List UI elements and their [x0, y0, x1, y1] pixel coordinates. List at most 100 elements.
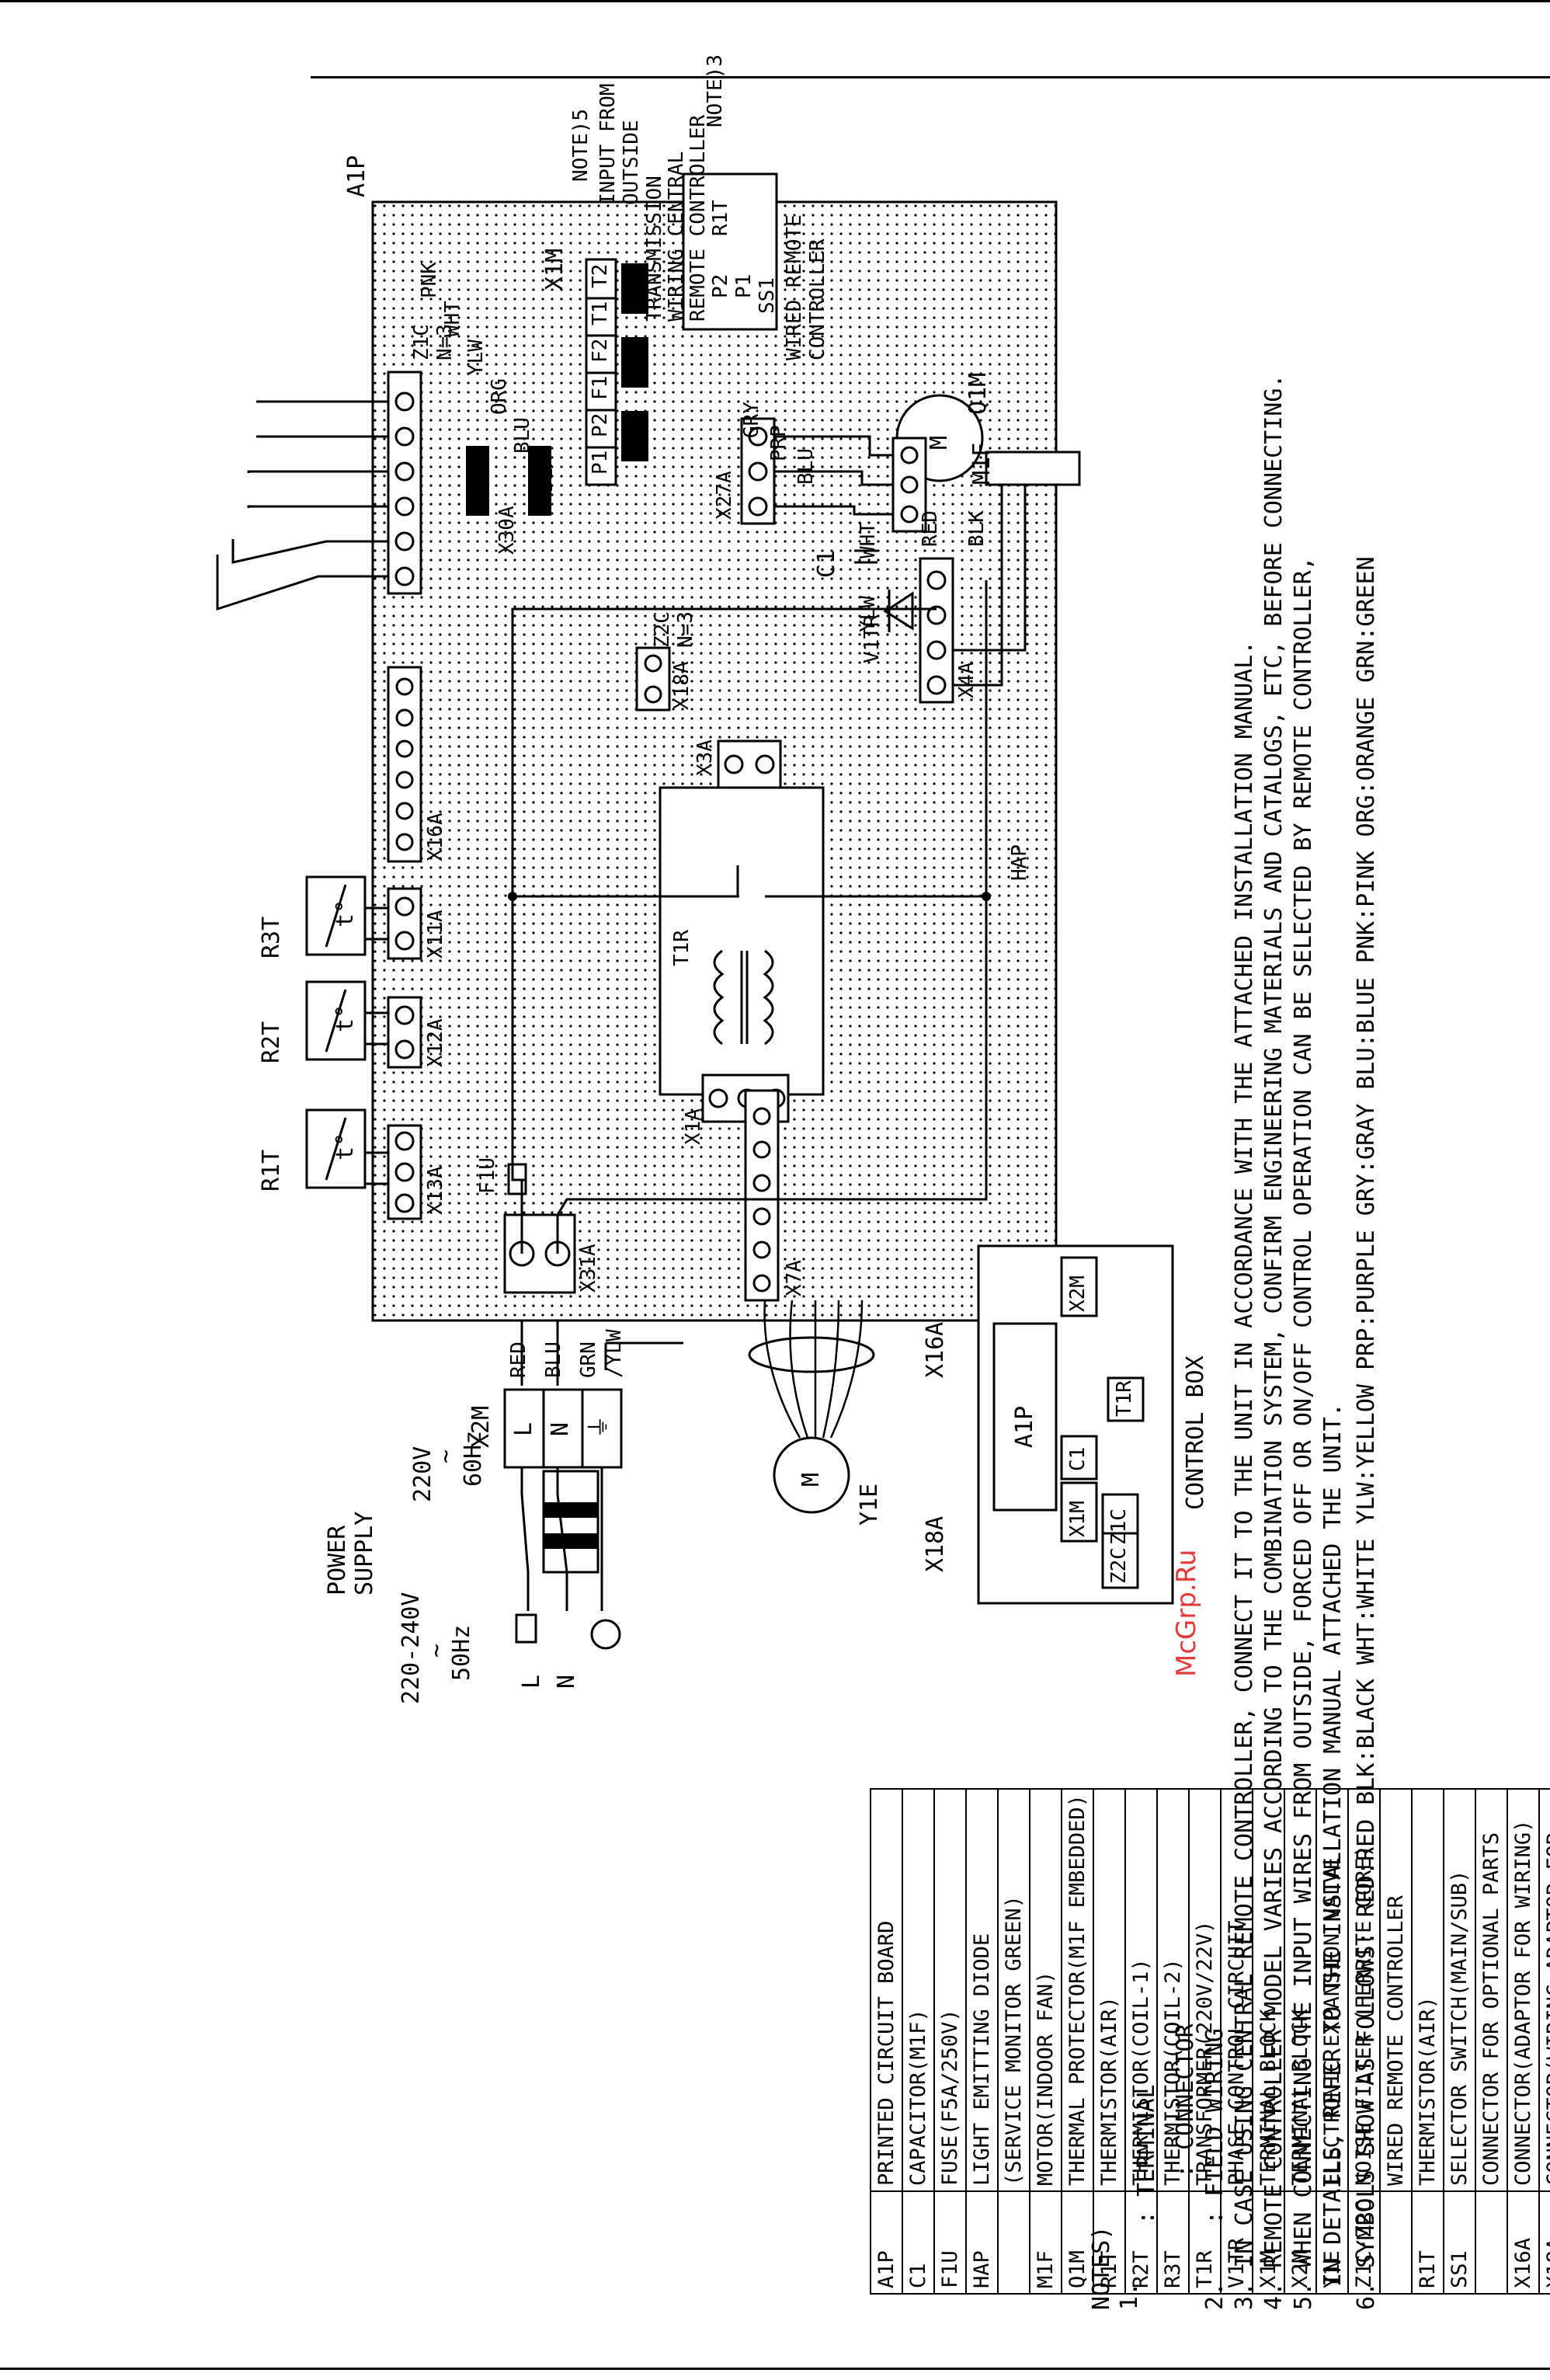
x1a-label: X1A: [682, 1108, 705, 1145]
note3-label: NOTE)3: [704, 54, 727, 127]
x1m-term-t2: T2: [589, 263, 612, 288]
legend-code: SS1: [1444, 2191, 1475, 2294]
control-box-title: CONTROL BOX: [1182, 1355, 1209, 1510]
remote-r1t: R1T: [709, 200, 732, 236]
legend-description: CAPACITOR(M1F): [902, 1789, 934, 2191]
q1m-label: Q1M: [964, 372, 992, 415]
connector-x16a-body: [387, 666, 422, 863]
legend-description: (SERVICE MONITOR GREEN): [998, 1789, 1030, 2191]
control-box-t1r-label: T1R: [1113, 1380, 1136, 1417]
note-5a: 5. WHEN CONNECTING THE INPUT WIRES FROM …: [1290, 556, 1317, 2310]
input-from-label-1: INPUT FROM: [596, 83, 620, 205]
thermistor-r3t: [305, 875, 388, 956]
wire-ylw-3-label: YLW: [464, 339, 488, 376]
z1c-label: Z1C: [410, 324, 433, 360]
control-box-x2m: [1060, 1256, 1098, 1317]
m1f-label: M1F: [968, 442, 996, 485]
legend-row: CONNECTOR FOR OPTIONAL PARTS: [1475, 1789, 1507, 2294]
hap-label: HAP: [1008, 844, 1031, 881]
pin: [394, 931, 415, 951]
wire-pnk-label: PNK: [418, 262, 441, 298]
remote-ss1: SS1: [756, 277, 779, 314]
transmission-label-2: WIRING CENTRAL: [665, 151, 688, 322]
r1t-label: R1T: [258, 1149, 285, 1192]
power-tilde-2: ~: [433, 1449, 460, 1463]
wire-ylw-2-label: YLW: [857, 596, 880, 632]
x16a-label: X16A: [424, 812, 447, 861]
x2m-label: X2M: [467, 1405, 495, 1448]
legend-code: [1475, 2191, 1507, 2294]
note-4: 4. REMOTE CONTROLLER MODEL VARIES ACCORD…: [1260, 374, 1288, 2311]
wire-red-2-label: RED: [919, 510, 942, 547]
pin: [394, 1162, 415, 1182]
m1f-motor-m: M: [926, 435, 953, 450]
terminal-block-x2m: [503, 1388, 623, 1469]
legend-code: R3T: [1157, 2191, 1189, 2294]
wire-blu-3-label: BLU: [511, 417, 534, 454]
legend-code: M1F: [1030, 2191, 1062, 2294]
ferrite-core-power: [542, 1470, 599, 1574]
control-box-a1p: [992, 1322, 1058, 1512]
legend-description: WIRED REMOTE CONTROLLER: [1380, 1789, 1412, 2191]
x1m-label: X1M: [541, 248, 568, 291]
r1t-symbol: t°: [332, 1132, 359, 1160]
legend-row: (SERVICE MONITOR GREEN): [998, 1789, 1030, 2294]
legend-description: LIGHT EMITTING DIODE: [966, 1789, 998, 2191]
wired-remote-controller-box: [682, 172, 778, 331]
pin: [394, 896, 415, 917]
x2m-term-earth: ⏚: [586, 1415, 613, 1439]
note5-label: NOTE)5: [569, 109, 593, 182]
wire-blk-2-label: BLK: [534, 456, 558, 492]
connector-x3a-body: [717, 739, 782, 789]
r3t-symbol: t°: [332, 899, 359, 927]
power-voltage-1: 220-240V: [398, 1592, 425, 1705]
legend-row: WIRED REMOTE CONTROLLER: [1380, 1789, 1412, 2294]
bottom-border-line: [0, 2368, 1550, 2370]
wired-remote-label-1: WIRED REMOTE: [783, 214, 806, 360]
note-2-number: 2.: [1201, 2281, 1229, 2310]
top-border-line: [0, 0, 1550, 2]
power-fuse: [515, 1613, 537, 1644]
x1m-term-p1: P1: [589, 450, 612, 475]
x3a-label: X3A: [693, 739, 717, 776]
y1e-motor-m: M: [798, 1472, 825, 1487]
legend-description: FUSE(F5A/250V): [934, 1789, 966, 2191]
control-box-c1: [1060, 1435, 1098, 1481]
wire-wht-label: WHT: [857, 522, 880, 558]
remote-term-p2: P2: [709, 273, 732, 298]
power-tilde-1: ~: [423, 1643, 450, 1658]
control-box-x1m: [1060, 1481, 1098, 1543]
wire-prp-label: PRP: [767, 425, 791, 461]
header-rule: [311, 76, 1550, 78]
wire-org-label: ORG: [488, 378, 511, 415]
x13a-label: X13A: [424, 1166, 447, 1215]
transmission-label-3: REMOTE CONTROLLER: [686, 114, 710, 322]
r2t-label: R2T: [258, 1021, 285, 1063]
control-box-x1m-label: X1M: [1066, 1501, 1090, 1537]
f1u-label: F1U: [476, 1157, 499, 1194]
pin: [394, 1193, 415, 1213]
wire-red-label: RED: [507, 1341, 530, 1378]
power-frequency-1: 50Hz: [448, 1624, 475, 1681]
pin: [394, 1005, 415, 1025]
control-box-a1p-label: A1P: [1011, 1405, 1038, 1448]
wire-blk-label: BLK: [965, 510, 989, 547]
legend-code: HAP: [966, 2191, 998, 2294]
note-1-text: : TERMINAL: [1133, 2084, 1160, 2225]
legend-code: C1: [902, 2191, 934, 2294]
connector-x4a-body: [919, 557, 954, 704]
power-line-label: L: [518, 1674, 545, 1689]
y1e-label: Y1E: [856, 1483, 883, 1526]
x30a-label: X30A: [495, 506, 519, 555]
power-voltage-2: 220V: [409, 1446, 436, 1502]
x1m-term-f2: F2: [589, 338, 612, 363]
wire-blu-label: BLU: [542, 1341, 565, 1378]
x2m-term-l: L: [510, 1421, 537, 1436]
